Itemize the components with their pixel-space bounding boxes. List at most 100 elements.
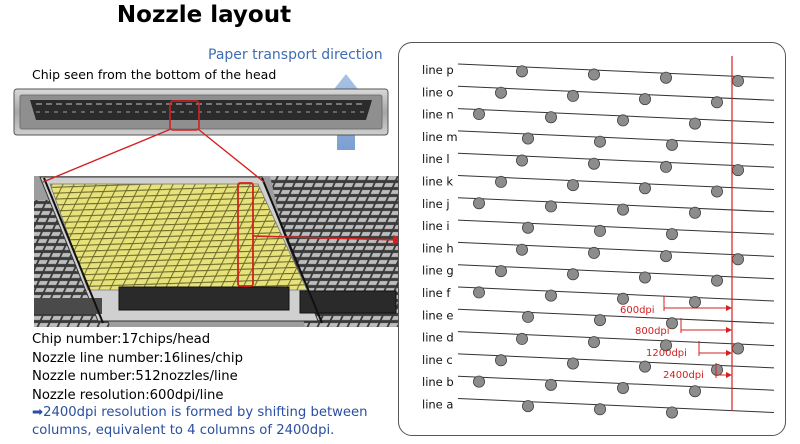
- nozzle-dot: [616, 382, 629, 395]
- nozzle-dot: [587, 68, 600, 81]
- dpi-label: 2400dpi: [663, 370, 704, 381]
- nozzle-dot: [593, 403, 606, 416]
- line-label: line a: [422, 398, 453, 412]
- print-head-bar: [13, 88, 389, 136]
- dpi-arrowhead: [726, 305, 732, 311]
- arrow-right-icon: ➡: [32, 405, 44, 420]
- line-label: line o: [422, 85, 453, 99]
- dpi-arrowhead: [726, 372, 732, 378]
- line-label: line p: [422, 63, 454, 77]
- nozzle-dot: [638, 93, 651, 106]
- nozzle-dot: [495, 86, 508, 99]
- line-label: line l: [422, 152, 450, 166]
- line-label: line n: [422, 108, 454, 122]
- nozzle-dot: [710, 274, 723, 287]
- nozzle-dot: [593, 314, 606, 327]
- nozzle-dot: [566, 357, 579, 370]
- nozzle-line: [457, 398, 775, 413]
- spec-nozzle-resolution: Nozzle resolution:600dpi/line: [32, 387, 224, 403]
- chip-caption: Chip seen from the bottom of the head: [32, 67, 277, 82]
- nozzle-dot: [516, 243, 529, 256]
- dpi-label: 800dpi: [635, 326, 670, 337]
- transport-direction-label: Paper transport direction: [208, 47, 383, 63]
- spec-chip-number: Chip number:17chips/head: [32, 332, 211, 347]
- nozzle-line: [457, 63, 775, 79]
- nozzle-dot: [638, 182, 651, 195]
- nozzle-dot: [522, 132, 535, 145]
- line-label: line h: [422, 241, 454, 255]
- nozzle-line: [457, 219, 775, 235]
- nozzle-dot: [710, 96, 723, 109]
- nozzle-dot: [544, 289, 557, 302]
- nozzle-dot: [495, 175, 508, 188]
- nozzle-dot: [544, 200, 557, 213]
- nozzle-dot: [593, 135, 606, 148]
- nozzle-dot: [659, 160, 672, 173]
- nozzle-line: [457, 264, 775, 280]
- nozzle-dot: [688, 206, 701, 219]
- line-label: line i: [422, 219, 450, 233]
- nozzle-dot: [587, 336, 600, 349]
- nozzle-dot: [516, 65, 529, 78]
- nozzle-dot: [522, 400, 535, 413]
- nozzle-dot: [473, 375, 486, 388]
- nozzle-dot: [665, 317, 678, 330]
- nozzle-dot: [659, 71, 672, 84]
- nozzle-line: [457, 353, 775, 369]
- nozzle-line: [457, 331, 775, 347]
- spec-list: Chip number:17chips/head Nozzle line num…: [32, 331, 243, 405]
- nozzle-dot: [616, 292, 629, 305]
- nozzle-line: [457, 152, 775, 168]
- spec-nozzle-number: Nozzle number:512nozzles/line: [32, 369, 238, 384]
- line-label: line b: [422, 375, 454, 389]
- nozzle-dot: [731, 164, 744, 177]
- nozzle-dot: [473, 108, 486, 121]
- nozzle-dot: [710, 185, 723, 198]
- nozzle-dot: [659, 339, 672, 352]
- nozzle-dot: [710, 363, 723, 376]
- nozzle-dot: [659, 250, 672, 263]
- nozzle-lines: [457, 63, 775, 413]
- nozzle-dot: [522, 221, 535, 234]
- nozzle-line: [457, 286, 775, 302]
- nozzle-dot: [688, 117, 701, 130]
- line-label: line k: [422, 175, 453, 189]
- line-label: line g: [422, 264, 454, 278]
- nozzle-dot: [688, 385, 701, 398]
- nozzle-dot: [638, 271, 651, 284]
- nozzle-dots: [473, 65, 744, 419]
- line-label: line m: [422, 130, 458, 144]
- nozzle-dot: [516, 154, 529, 167]
- nozzle-line-diagram: line p line o line n line m line l line k line…: [422, 56, 775, 419]
- nozzle-dot: [544, 378, 557, 391]
- line-labels: line p line o line n line m line l line k line…: [422, 63, 458, 412]
- nozzle-dot: [544, 111, 557, 124]
- nozzle-dot: [566, 179, 579, 192]
- nozzle-line: [457, 375, 775, 391]
- nozzle-dot: [473, 197, 486, 210]
- nozzle-dot: [665, 406, 678, 419]
- nozzle-line: [457, 175, 775, 190]
- nozzle-line: [457, 85, 775, 101]
- nozzle-line: [457, 241, 775, 257]
- dpi-arrowhead: [726, 327, 732, 333]
- nozzle-dot: [516, 332, 529, 345]
- nozzle-dot: [587, 157, 600, 170]
- line-label: line f: [422, 286, 451, 300]
- dpi-arrowhead: [726, 350, 732, 356]
- nozzle-dot: [522, 310, 535, 323]
- nozzle-dot: [731, 74, 744, 87]
- nozzle-dot: [587, 246, 600, 259]
- nozzle-line: [457, 197, 775, 213]
- nozzle-line: [457, 108, 775, 124]
- nozzle-dot: [638, 360, 651, 373]
- line-label: line j: [422, 197, 450, 211]
- nozzle-dot: [731, 342, 744, 355]
- nozzle-dot: [616, 203, 629, 216]
- nozzle-dot: [593, 224, 606, 237]
- nozzle-dot: [731, 253, 744, 266]
- nozzle-dot: [495, 265, 508, 278]
- nozzle-dot: [688, 295, 701, 308]
